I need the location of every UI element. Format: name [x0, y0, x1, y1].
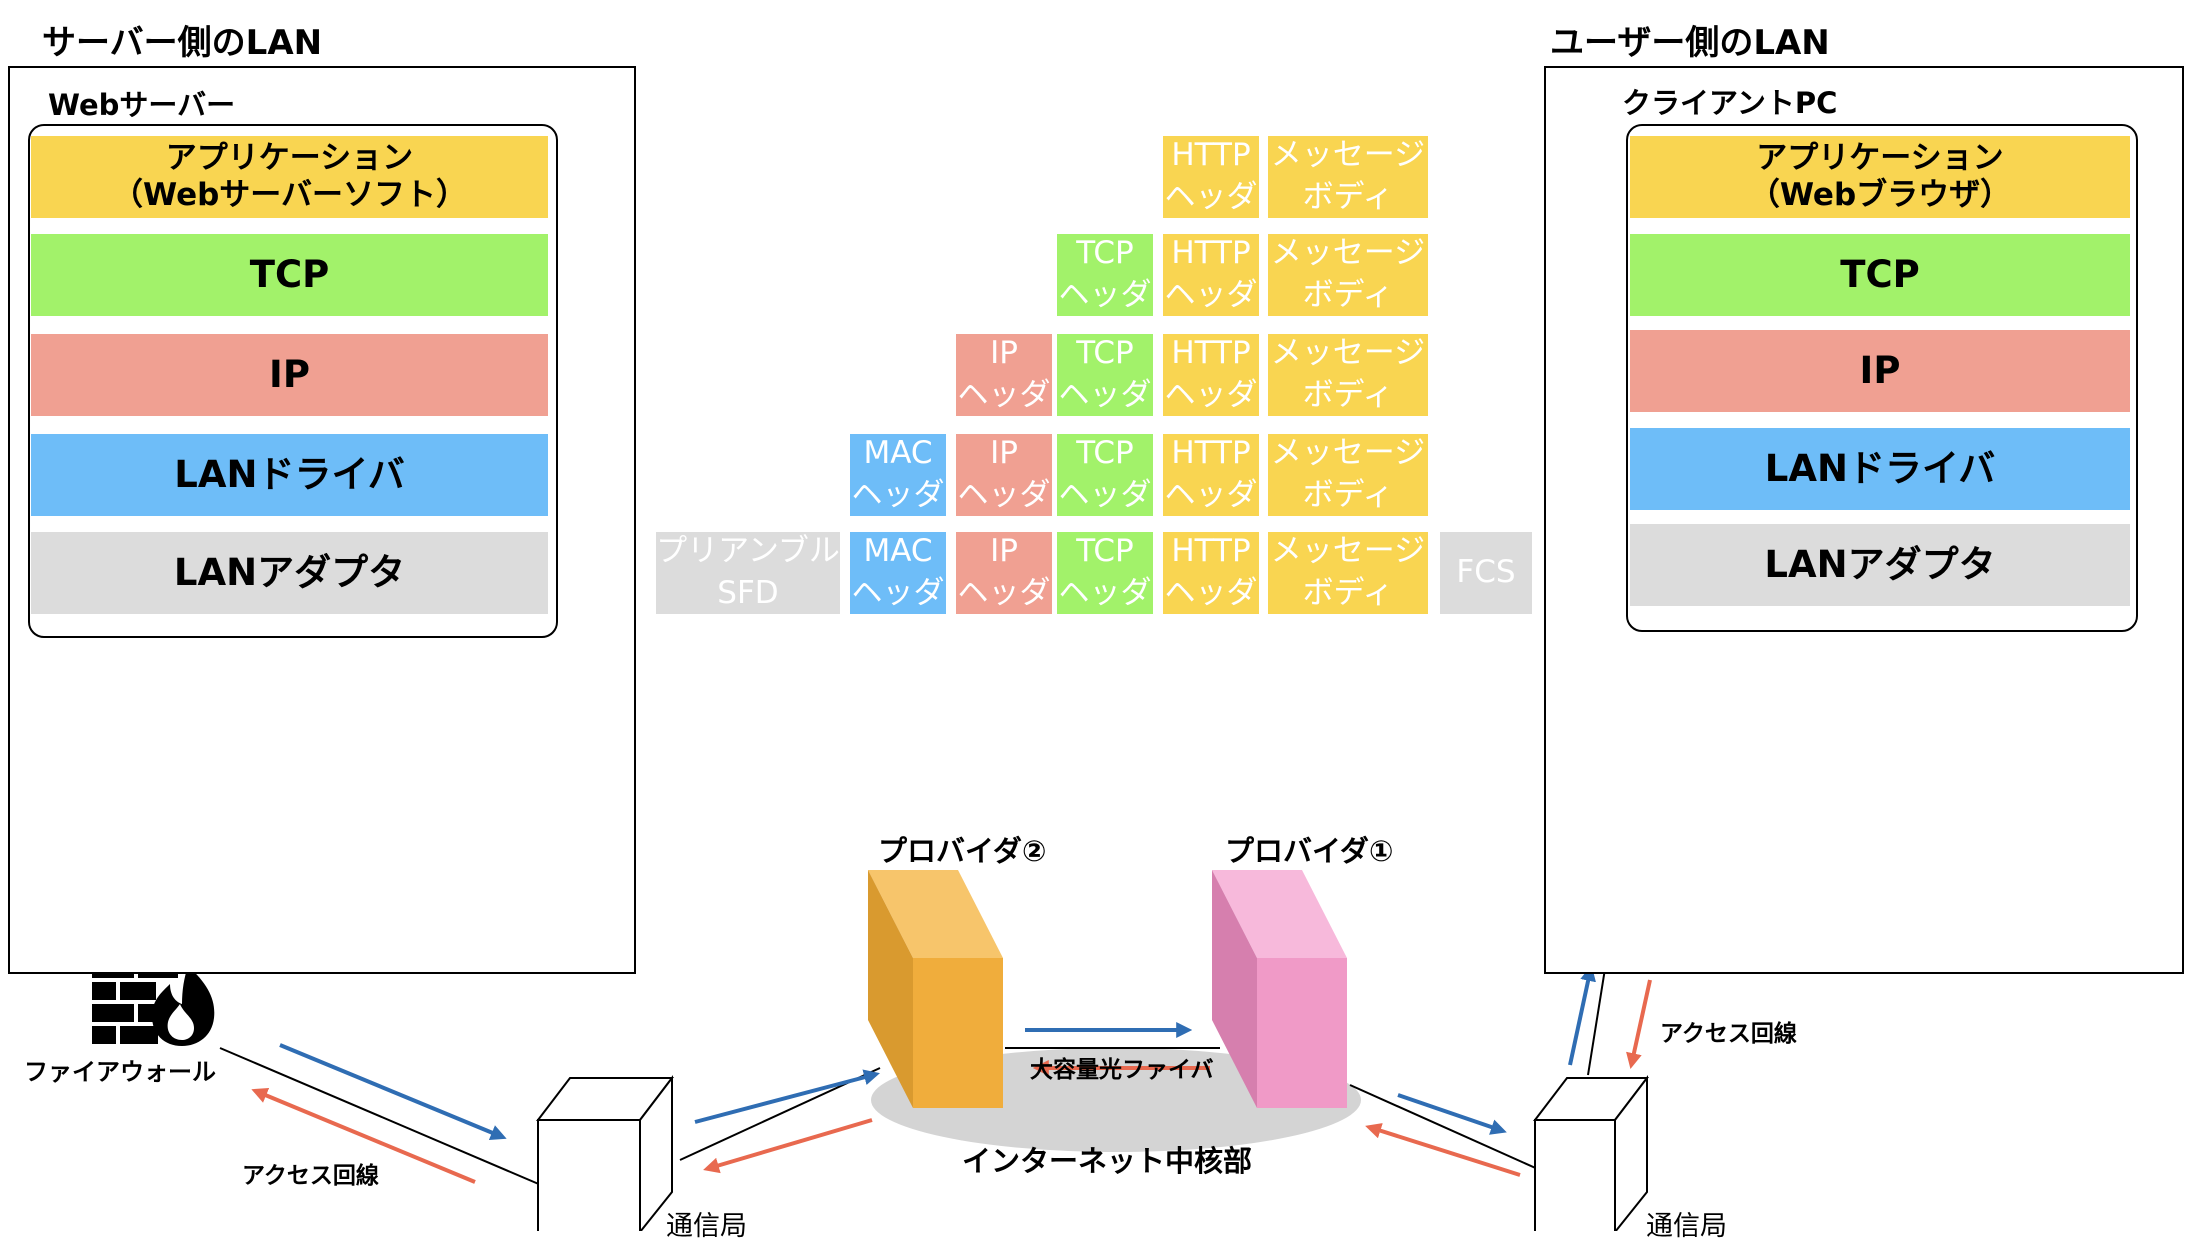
access-line-left-label: アクセス回線 — [242, 1163, 379, 1189]
server-layer-tcp: TCP — [31, 234, 548, 316]
web-server-label: Webサーバー — [48, 88, 236, 122]
server-layer-lan-adapter: LANアダプタ — [31, 532, 548, 614]
packet-r3-http-header: HTTP ヘッダ — [1163, 334, 1259, 416]
provider1-label: プロバイダ① — [1225, 834, 1394, 868]
packet-r5-message-body: メッセージ ボディ — [1268, 532, 1428, 614]
station-left-label: 通信局 — [666, 1211, 747, 1242]
provider2-label: プロバイダ② — [878, 834, 1047, 868]
router-label: ルーター — [1578, 918, 1691, 951]
packet-r4-tcp-header: TCP ヘッダ — [1057, 434, 1153, 516]
packet-r5-preamble-sfd: プリアンブル SFD — [656, 532, 840, 614]
client-layer-ip: IP — [1630, 330, 2130, 412]
provider2-block — [868, 870, 1003, 1108]
packet-r1-message-body: メッセージ ボディ — [1268, 136, 1428, 218]
packet-r4-ip-header: IP ヘッダ — [956, 434, 1052, 516]
server-layer-ip: IP — [31, 334, 548, 416]
access-line-right-label: アクセス回線 — [1660, 1021, 1797, 1047]
hub-label: ハブ — [2047, 788, 2104, 821]
station-right-label: 通信局 — [1646, 1211, 1727, 1242]
client-layer-lan-adapter: LANアダプタ — [1630, 524, 2130, 606]
packet-r3-ip-header: IP ヘッダ — [956, 334, 1052, 416]
fiber-label: 大容量光ファイバ — [1030, 1057, 1214, 1083]
packet-r5-tcp-header: TCP ヘッダ — [1057, 532, 1153, 614]
packet-r5-http-header: HTTP ヘッダ — [1163, 532, 1259, 614]
switch-label: スイッチ — [1886, 918, 1999, 951]
firewall-label: ファイアウォール — [24, 1058, 216, 1086]
provider1-block — [1212, 870, 1347, 1108]
packet-r2-tcp-header: TCP ヘッダ — [1057, 234, 1153, 316]
packet-r4-message-body: メッセージ ボディ — [1268, 434, 1428, 516]
packet-r5-mac-header: MAC ヘッダ — [850, 532, 946, 614]
station-left-cube — [535, 1075, 675, 1231]
packet-r2-message-body: メッセージ ボディ — [1268, 234, 1428, 316]
packet-r4-mac-header: MAC ヘッダ — [850, 434, 946, 516]
packet-r2-http-header: HTTP ヘッダ — [1163, 234, 1259, 316]
cache-server-label: キャッシュサーバー — [402, 814, 570, 877]
packet-r1-http-header: HTTP ヘッダ — [1163, 136, 1259, 218]
server-lan-title: サーバー側のLAN — [42, 23, 323, 63]
internet-core-label: インターネット中核部 — [962, 1144, 1253, 1178]
user-lan-title: ユーザー側のLAN — [1550, 23, 1830, 63]
client-layer-application: アプリケーション （Webブラウザ） — [1630, 136, 2130, 218]
station-right-cube — [1532, 1075, 1650, 1231]
client-layer-lan-driver: LANドライバ — [1630, 428, 2130, 510]
packet-r4-http-header: HTTP ヘッダ — [1163, 434, 1259, 516]
packet-r3-message-body: メッセージ ボディ — [1268, 334, 1428, 416]
server-layer-lan-driver: LANドライバ — [31, 434, 548, 516]
server-layer-application: アプリケーション （Webサーバーソフト） — [31, 136, 548, 218]
client-layer-tcp: TCP — [1630, 234, 2130, 316]
packet-r3-tcp-header: TCP ヘッダ — [1057, 334, 1153, 416]
packet-r5-ip-header: IP ヘッダ — [956, 532, 1052, 614]
packet-r5-fcs: FCS — [1440, 532, 1532, 614]
client-pc-label: クライアントPC — [1622, 86, 1838, 120]
